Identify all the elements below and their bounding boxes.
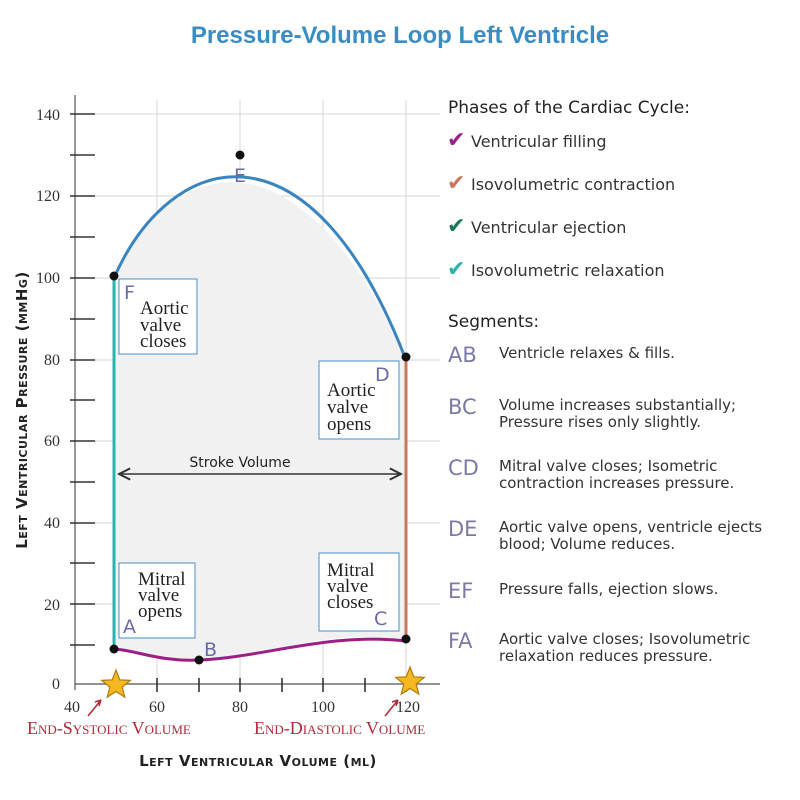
point-label-e: E [234,165,246,187]
legend-label: Ventricular ejection [471,217,627,237]
x-tick-label: 60 [149,699,165,716]
note-a-line2: valve [138,585,179,606]
note-a-line1: Mitral [138,569,186,590]
segment-code: AB [448,343,477,367]
x-tick-label: 80 [232,699,248,716]
note-d-line3: opens [327,414,371,435]
segments-title: Segments: [448,312,540,332]
point-c [401,634,411,644]
y-tick-label: 20 [44,597,60,614]
segment-code: CD [448,456,479,480]
end-diastolic-arrow-icon [384,699,399,717]
note-f-line3: closes [140,331,186,352]
end-systolic-star-icon [100,668,132,699]
check-icon: ✔ [447,171,466,196]
y-tick-label: 40 [44,515,60,532]
note-c-line3: closes [327,592,373,613]
phases-title: Phases of the Cardiac Cycle: [448,98,690,118]
point-e [235,150,245,160]
y-axis-title: Left Ventricular Pressure (mmHg) [13,271,31,549]
segment-description: Aortic valve closes; Isovolumetric relax… [499,630,751,665]
segment-description: Mitral valve closes; Isometric contracti… [499,457,735,492]
x-tick-label: 40 [64,699,80,716]
y-tick-label: 60 [44,433,60,450]
segment-code: FA [448,629,473,653]
check-icon: ✔ [447,128,466,153]
note-a-line3: opens [138,601,182,622]
y-tick-label: 0 [52,676,60,693]
segment-code: BC [448,395,477,419]
end-diastolic-star-icon [394,665,426,696]
point-label-a: A [123,616,136,638]
point-label-b: B [204,639,217,661]
check-icon: ✔ [447,214,466,239]
point-label-c: C [374,608,387,630]
x-tick-label: 100 [311,699,335,716]
note-box-f [118,278,198,355]
legend-item: ✔ Ventricular ejection [447,214,626,240]
point-f [109,271,119,281]
legend-label: Ventricular filling [471,131,607,151]
segment-description: Ventricle relaxes & fills. [499,344,675,362]
segment-code: EF [448,579,474,603]
segment-code: DE [448,517,478,541]
legend-item: ✔ Isovolumetric contraction [447,171,675,197]
x-tick-label: 120 [396,699,420,716]
y-tick-label: 100 [36,270,60,287]
note-f-line2: valve [140,315,181,336]
end-systolic-arrow-icon [87,699,102,717]
legend-item: ✔ Isovolumetric relaxation [447,257,665,283]
note-c-line1: Mitral [327,560,375,581]
note-d-line2: valve [327,397,368,418]
legend-item: ✔ Ventricular filling [447,128,607,154]
x-minor-ticks [115,678,407,692]
point-a [109,644,119,654]
note-d-line1: Aortic [327,380,376,401]
point-label-f: F [124,282,135,304]
x-axis-title: Left Ventricular Volume (ml) [139,752,377,770]
legend-label: Isovolumetric contraction [471,174,676,194]
filling-curve-ac [113,637,407,662]
end-systolic-label: End-Systolic Volume [27,718,191,738]
segment-description: Volume increases substantially; Pressure… [499,396,737,431]
point-label-d: D [375,364,390,386]
y-tick-label: 120 [36,188,60,205]
check-icon: ✔ [447,257,466,282]
ejection-curve-def [112,175,408,361]
note-box-a [118,562,196,639]
page-title: Pressure-Volume Loop Left Ventricle [190,22,610,49]
note-box-d [318,360,400,440]
legend-label: Isovolumetric relaxation [471,260,665,280]
segment-description: Aortic valve opens, ventricle ejects blo… [499,518,763,553]
end-diastolic-label: End-Diastolic Volume [254,718,425,738]
y-tick-label: 140 [36,107,60,124]
note-c-line2: valve [327,576,368,597]
stroke-volume-label: Stroke Volume [189,455,290,471]
note-box-c [318,552,400,632]
point-b [194,655,204,665]
y-minor-ticks [70,113,95,646]
point-d [401,352,411,362]
y-tick-label: 80 [44,352,60,369]
segment-description: Pressure falls, ejection slows. [499,580,719,598]
note-f-line1: Aortic [140,298,189,319]
